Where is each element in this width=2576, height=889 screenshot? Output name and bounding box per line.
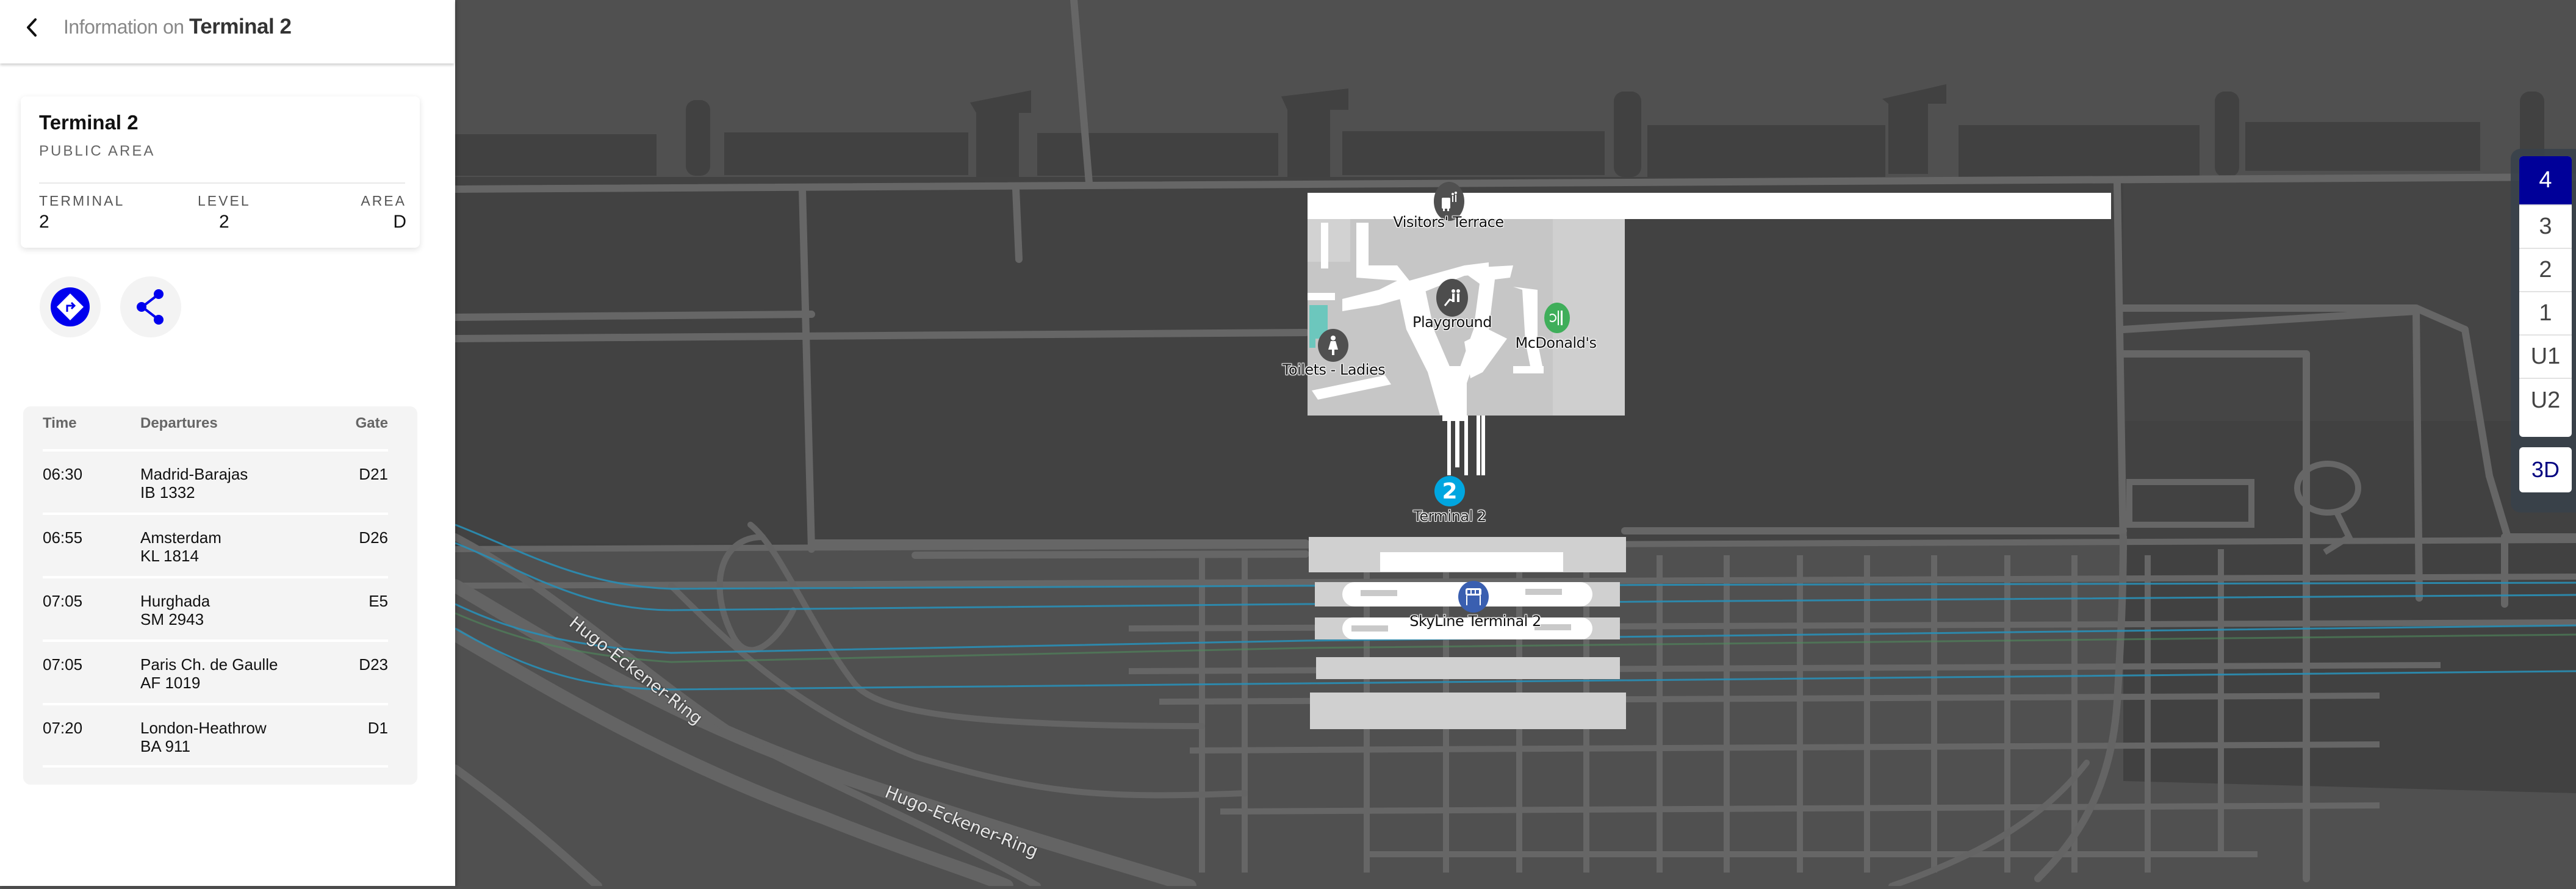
mcdonalds-label[interactable]: McDonald's bbox=[1515, 334, 1597, 351]
departure-gate: D23 bbox=[359, 655, 388, 674]
departure-time: 07:20 bbox=[43, 719, 83, 737]
landside-buildings bbox=[1309, 537, 1626, 729]
page-title-prefix: Information on bbox=[63, 16, 184, 38]
page-title-name: Terminal 2 bbox=[189, 15, 292, 38]
skyline-train-icon[interactable] bbox=[1458, 581, 1489, 613]
share-button[interactable] bbox=[120, 276, 181, 337]
terminal-field-value: 2 bbox=[39, 212, 49, 232]
column-header-gate: Gate bbox=[355, 415, 388, 431]
departure-gate: D26 bbox=[359, 528, 388, 547]
departure-time: 06:55 bbox=[43, 528, 83, 547]
area-field-value: D bbox=[393, 212, 406, 232]
sidebar-header: Information on Terminal 2 bbox=[0, 0, 454, 63]
departure-destination: Madrid-Barajas bbox=[140, 465, 248, 483]
departure-flight: IB 1332 bbox=[140, 483, 195, 502]
level-field-value: 2 bbox=[218, 212, 229, 232]
departure-flight: KL 1814 bbox=[140, 547, 199, 565]
info-sidebar: Information on Terminal 2 Terminal 2 PUB… bbox=[0, 0, 455, 886]
column-header-time: Time bbox=[43, 415, 77, 431]
restaurant-icon[interactable] bbox=[1544, 303, 1570, 333]
departure-destination: Hurghada bbox=[140, 592, 210, 610]
departure-time: 07:05 bbox=[43, 655, 83, 674]
table-row[interactable]: 06:30 Madrid-Barajas IB 1332 D21 bbox=[43, 449, 388, 514]
share-icon bbox=[137, 289, 164, 325]
level-field-label: LEVEL bbox=[198, 193, 251, 209]
departure-destination: Paris Ch. de Gaulle bbox=[140, 655, 278, 674]
column-header-departures: Departures bbox=[140, 415, 218, 431]
toilets-ladies-label[interactable]: Toilets - Ladies bbox=[1282, 361, 1386, 378]
card-divider bbox=[39, 182, 405, 184]
departure-destination: London-Heathrow bbox=[140, 719, 267, 737]
visitors-terrace-icon[interactable] bbox=[1434, 182, 1464, 221]
departure-time: 07:05 bbox=[43, 592, 83, 610]
terminal-badge-number: 2 bbox=[1442, 478, 1458, 504]
floor-button-u1[interactable]: U1 bbox=[2519, 336, 2572, 379]
skyline-label[interactable]: SkyLine Terminal 2 bbox=[1409, 613, 1541, 630]
floor-button-2[interactable]: 2 bbox=[2519, 249, 2572, 292]
floor-button-1[interactable]: 1 bbox=[2519, 292, 2572, 336]
floor-button-u2[interactable]: U2 bbox=[2530, 387, 2561, 413]
table-row[interactable]: 07:20 London-Heathrow BA 911 D1 bbox=[43, 703, 388, 768]
table-row[interactable]: 07:05 Hurghada SM 2943 E5 bbox=[43, 576, 388, 641]
toilets-ladies-icon[interactable] bbox=[1318, 329, 1348, 362]
page-title: Information on Terminal 2 bbox=[63, 15, 292, 39]
departures-table: Time Departures Gate 06:30 Madrid-Baraja… bbox=[23, 406, 417, 785]
chevron-left-icon bbox=[27, 18, 37, 37]
departure-gate: D21 bbox=[359, 465, 388, 483]
location-info-card: Terminal 2 PUBLIC AREA TERMINAL 2 LEVEL … bbox=[21, 96, 420, 248]
departure-destination: Amsterdam bbox=[140, 528, 221, 547]
3d-view-toggle[interactable]: 3D bbox=[2519, 447, 2572, 492]
location-title: Terminal 2 bbox=[39, 111, 139, 134]
departure-flight: BA 911 bbox=[140, 737, 190, 755]
floor-selector[interactable]: 4 3 2 1 U1 U2 bbox=[2519, 156, 2572, 437]
playground-label[interactable]: Playground bbox=[1412, 314, 1492, 331]
playground-icon[interactable] bbox=[1436, 279, 1468, 317]
table-end-divider bbox=[43, 765, 388, 768]
table-row[interactable]: 07:05 Paris Ch. de Gaulle AF 1019 D23 bbox=[43, 639, 388, 705]
terminal-field: TERMINAL 2 bbox=[39, 193, 124, 232]
departure-gate: E5 bbox=[369, 592, 388, 610]
table-row[interactable]: 06:55 Amsterdam KL 1814 D26 bbox=[43, 513, 388, 578]
back-button[interactable] bbox=[18, 11, 45, 44]
departure-time: 06:30 bbox=[43, 465, 83, 483]
floor-button-3[interactable]: 3 bbox=[2519, 206, 2572, 249]
area-field-label: AREA bbox=[361, 193, 406, 209]
terminal-2-badge[interactable]: 2 bbox=[1434, 476, 1465, 506]
departure-gate: D1 bbox=[367, 719, 388, 737]
visitors-terrace-label[interactable]: Visitors' Terrace bbox=[1393, 214, 1504, 231]
departure-flight: AF 1019 bbox=[140, 674, 201, 692]
terminal-2-label[interactable]: Terminal 2 bbox=[1413, 508, 1486, 525]
floor-button-4[interactable]: 4 bbox=[2519, 156, 2572, 206]
directions-icon bbox=[51, 287, 90, 326]
area-field: AREA D bbox=[361, 193, 406, 232]
directions-button[interactable] bbox=[40, 276, 101, 337]
location-area-type: PUBLIC AREA bbox=[39, 143, 156, 159]
level-field: LEVEL 2 bbox=[198, 193, 251, 232]
departure-flight: SM 2943 bbox=[140, 610, 204, 628]
terminal-field-label: TERMINAL bbox=[39, 193, 125, 209]
